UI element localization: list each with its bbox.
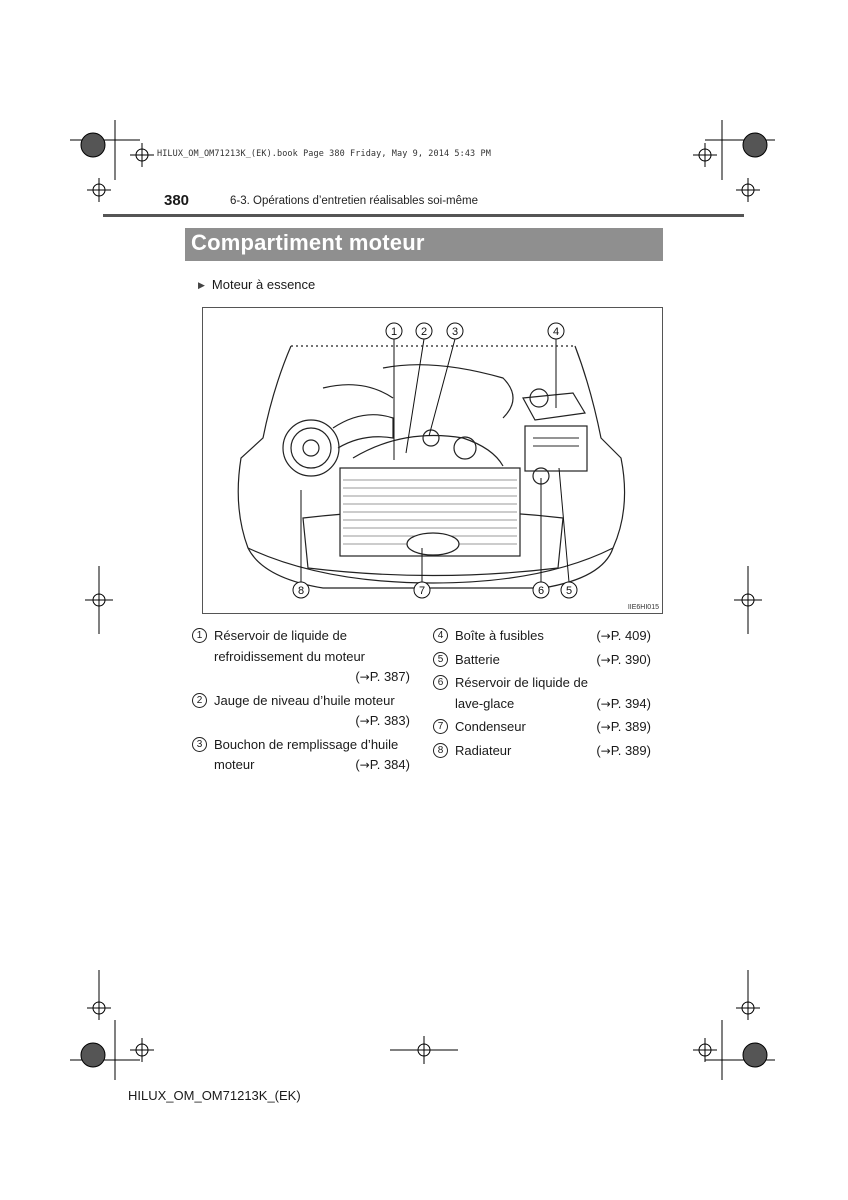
item-number: 2 [192, 692, 207, 708]
callout-2: 2 [421, 326, 427, 338]
list-item: 7 Condenseur (→P. 389) [433, 717, 651, 738]
list-item: 6 Réservoir de liquide de lave-glace (→P… [433, 673, 651, 714]
subheading: ▶ Moteur à essence [198, 277, 315, 292]
arrow-icon: → [600, 629, 611, 643]
item-reference: (→P. 389) [596, 719, 651, 734]
list-item: 2 Jauge de niveau d’huile moteur (→P. 38… [192, 691, 410, 732]
item-number: 3 [192, 736, 207, 752]
item-reference: (→P. 387) [355, 669, 410, 684]
item-number: 5 [433, 651, 448, 667]
item-label: moteur [214, 757, 255, 772]
footer-manual-code: HILUX_OM_OM71213K_(EK) [128, 1088, 301, 1103]
item-number: 8 [433, 742, 448, 758]
list-item: 3 Bouchon de remplissage d’huile moteur … [192, 735, 410, 776]
callout-5: 5 [566, 585, 572, 597]
list-item: 1 Réservoir de liquide de refroidissemen… [192, 626, 410, 688]
callout-8: 8 [298, 585, 304, 597]
engine-compartment-figure: 1 2 3 4 5 6 7 8 IIE6HI015 [202, 307, 663, 614]
title-bar: Compartiment moteur [185, 228, 663, 261]
item-label: Bouchon de remplissage d’huile [214, 736, 399, 752]
callout-7: 7 [419, 585, 425, 597]
item-label: Jauge de niveau d’huile moteur [214, 692, 395, 708]
item-number: 7 [433, 719, 448, 734]
item-reference: (→P. 390) [596, 651, 651, 667]
item-label: Batterie [455, 651, 500, 667]
item-label: Boîte à fusibles [455, 628, 544, 643]
item-label: Réservoir de liquide de [455, 675, 588, 690]
item-label: Radiateur [455, 742, 512, 758]
figure-code: IIE6HI015 [627, 604, 659, 611]
callout-1: 1 [391, 326, 397, 338]
list-item: 5 Batterie (→P. 390) [433, 650, 651, 671]
callout-6: 6 [538, 585, 544, 597]
engine-illustration: 1 2 3 4 5 6 7 8 [237, 322, 626, 599]
item-label: Réservoir de liquide de [214, 628, 347, 643]
item-number: 1 [192, 628, 207, 643]
item-label: lave-glace [455, 695, 515, 711]
list-item: 4 Boîte à fusibles (→P. 409) [433, 626, 651, 647]
legend-right: 4 Boîte à fusibles (→P. 409) 5 Batterie … [433, 626, 651, 764]
page-title: Compartiment moteur [191, 230, 425, 255]
item-number: 6 [433, 675, 448, 690]
item-reference: (→P. 383) [355, 713, 410, 728]
legend-left: 1 Réservoir de liquide de refroidissemen… [192, 626, 410, 779]
triangle-bullet-icon: ▶ [198, 280, 205, 290]
callout-4: 4 [553, 326, 559, 338]
item-reference: (→P. 389) [596, 742, 651, 758]
item-reference: (→P. 394) [596, 695, 651, 711]
subheading-text: Moteur à essence [211, 277, 316, 292]
item-label: refroidissement du moteur [214, 648, 366, 664]
item-label: Condenseur [455, 719, 526, 734]
arrow-icon: → [600, 652, 611, 667]
item-reference: (→P. 409) [596, 628, 651, 643]
arrow-icon: → [600, 743, 611, 758]
item-reference: (→P. 384) [355, 757, 410, 772]
callout-3: 3 [452, 326, 458, 338]
arrow-icon: → [359, 714, 370, 728]
arrow-icon: → [600, 696, 611, 711]
arrow-icon: → [359, 758, 370, 772]
arrow-icon: → [359, 670, 370, 684]
section-title: 6-3. Opérations d’entretien réalisables … [230, 195, 479, 207]
item-number: 4 [433, 628, 448, 643]
page-number: 380 [164, 192, 190, 209]
list-item: 8 Radiateur (→P. 389) [433, 741, 651, 762]
arrow-icon: → [600, 720, 611, 734]
print-info: HILUX_OM_OM71213K_(EK).book Page 380 Fri… [157, 149, 491, 159]
header-rule [103, 214, 744, 217]
